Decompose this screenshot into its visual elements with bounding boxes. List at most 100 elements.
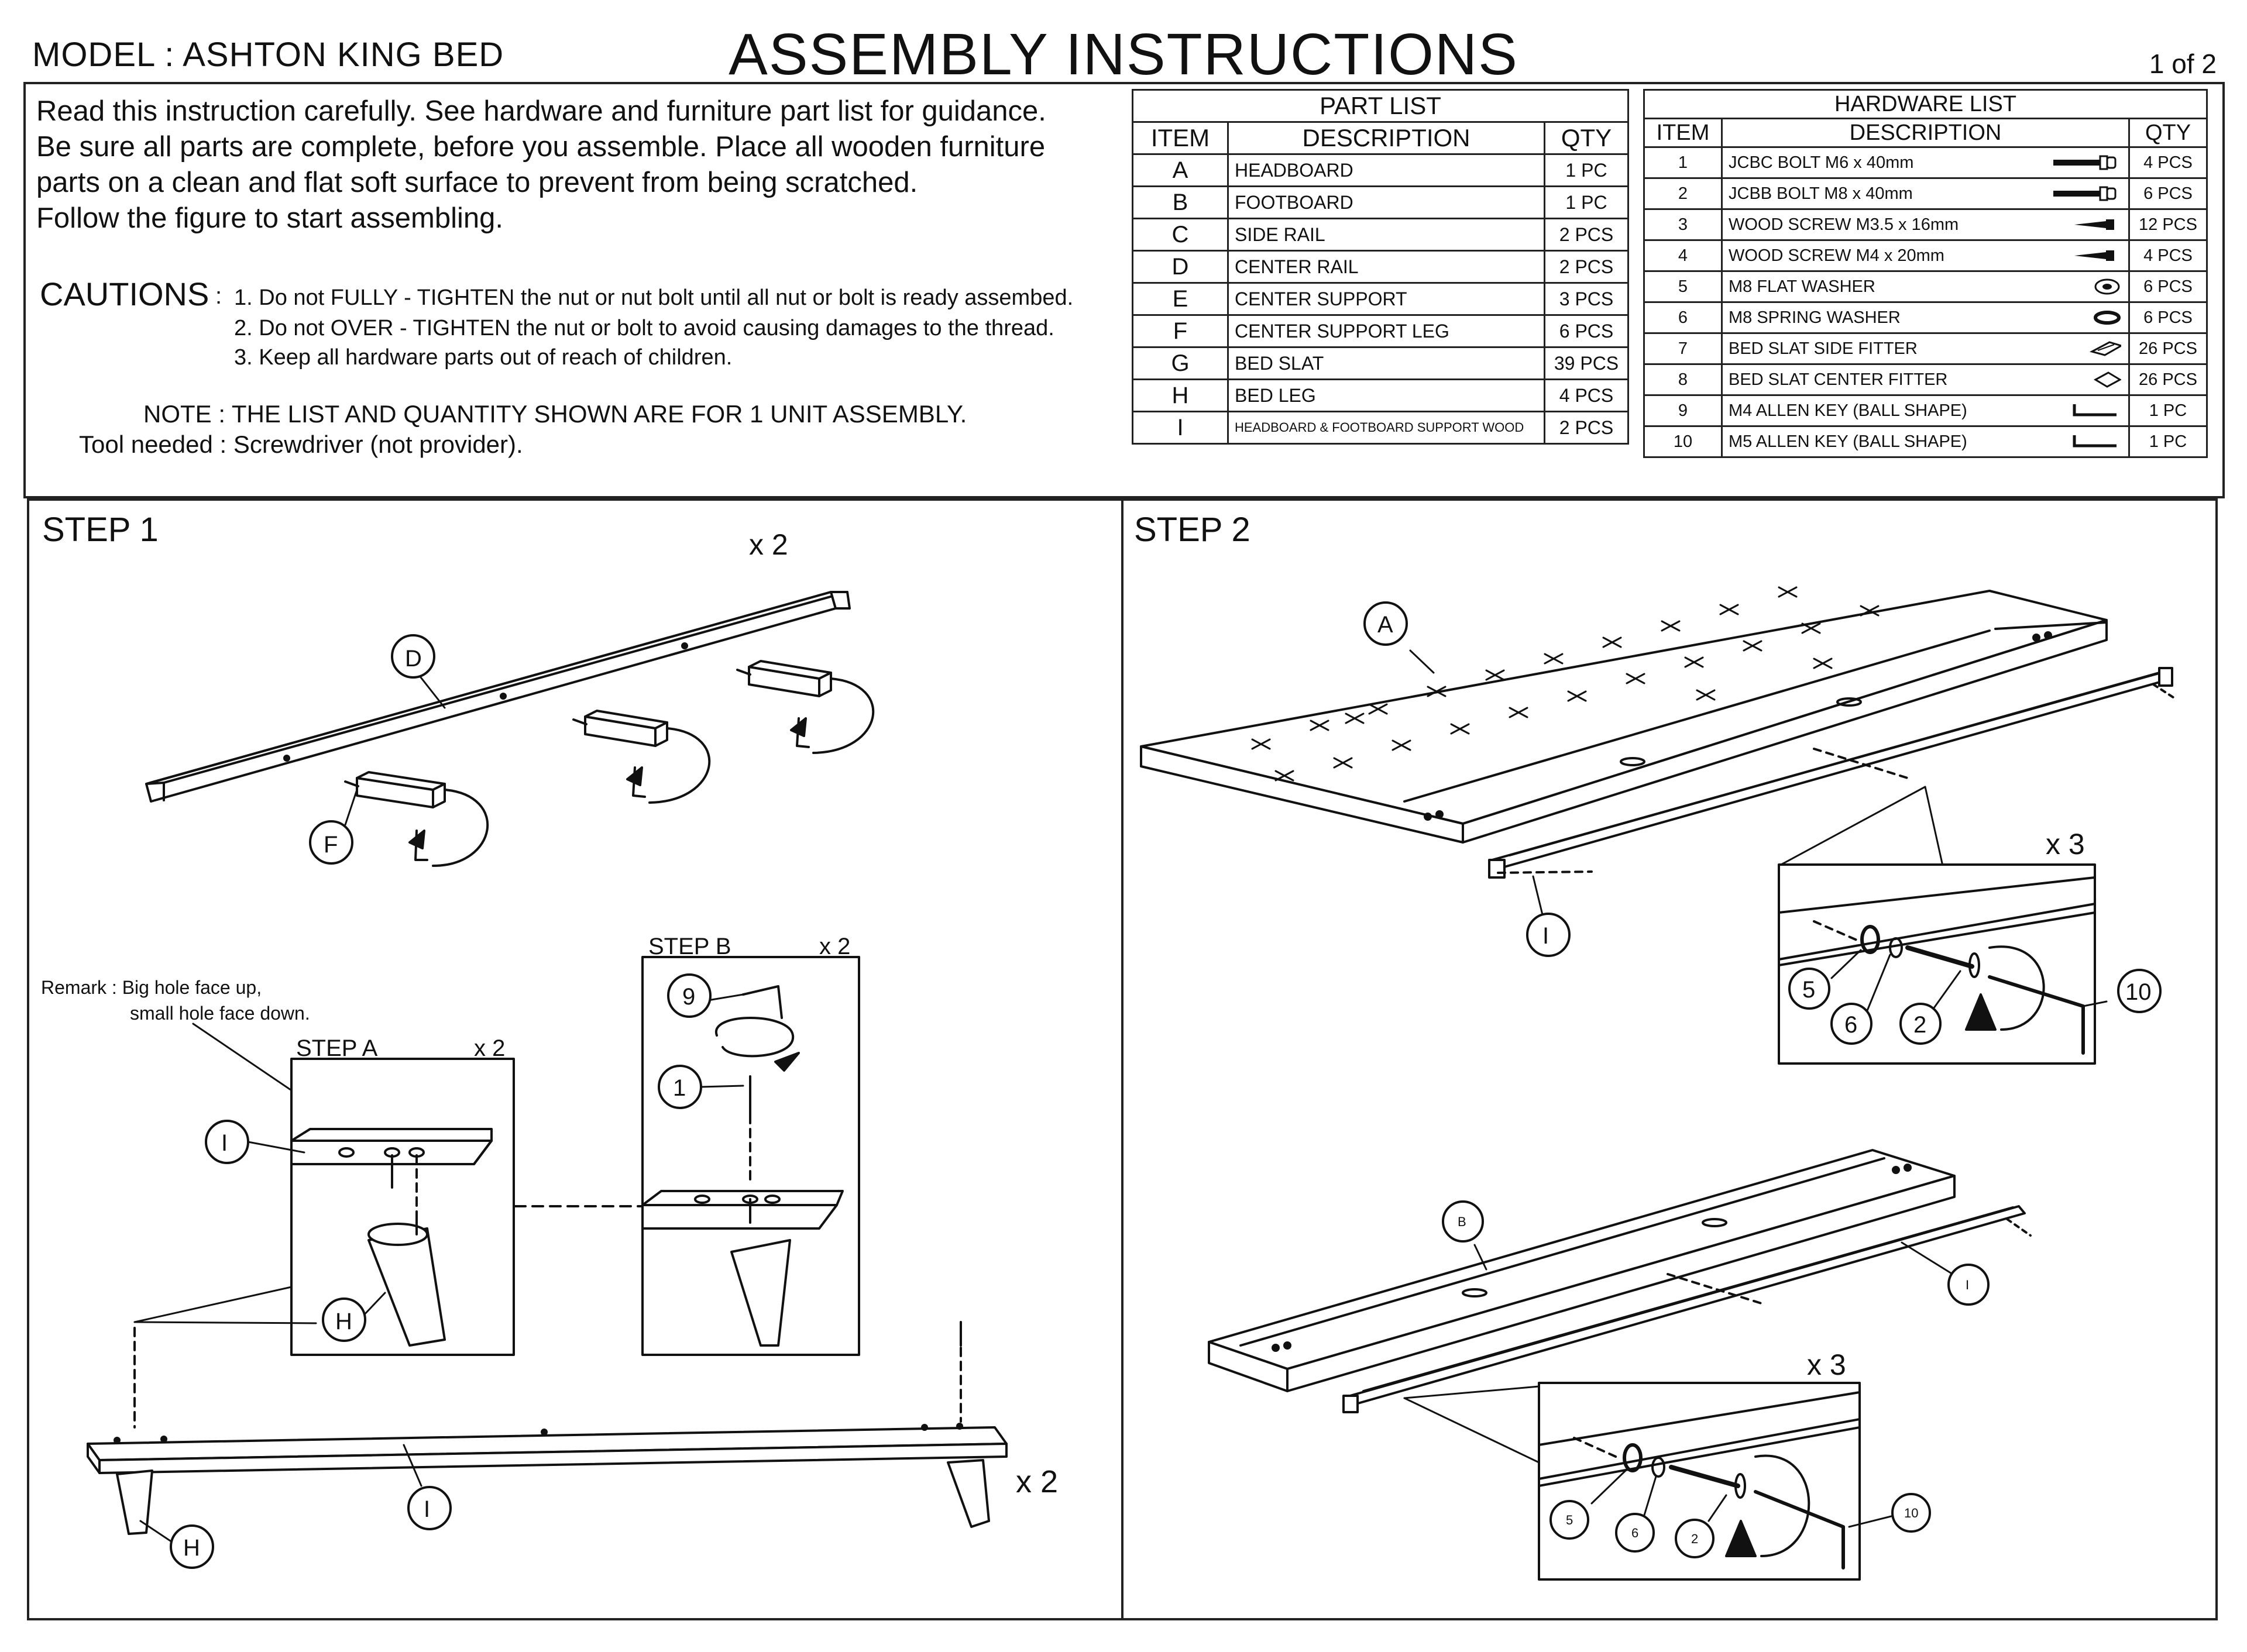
hardware-description-text: M4 ALLEN KEY (BALL SHAPE) bbox=[1729, 401, 1967, 420]
part-list-header: ITEM bbox=[1132, 121, 1229, 155]
headboard-drawing bbox=[1140, 586, 2178, 925]
hardware-qty: 1 PC bbox=[2128, 425, 2208, 458]
hardware-qty: 12 PCS bbox=[2128, 208, 2208, 241]
tool-text: Tool needed : Screwdriver (not provider)… bbox=[79, 431, 523, 458]
callout-5-bottom: 5 bbox=[1566, 1513, 1573, 1527]
step2-x3-top: x 3 bbox=[2046, 828, 2085, 861]
hardware-qty: 4 PCS bbox=[2128, 146, 2208, 179]
step-a-label: STEP A bbox=[296, 1035, 378, 1061]
hardware-item: 4 bbox=[1643, 239, 1723, 272]
hardware-qty: 26 PCS bbox=[2128, 363, 2208, 396]
hardware-qty: 6 PCS bbox=[2128, 177, 2208, 210]
intro-line: Be sure all parts are complete, before y… bbox=[36, 131, 1046, 163]
center-fitter-icon bbox=[2051, 371, 2122, 393]
step2-title: STEP 2 bbox=[1134, 511, 1250, 549]
callout-h-bottom: H bbox=[183, 1535, 200, 1561]
screw-icon bbox=[2051, 247, 2121, 269]
callout-f: F bbox=[324, 832, 338, 858]
hardware-qty: 4 PCS bbox=[2128, 239, 2208, 272]
hardware-description-text: M5 ALLEN KEY (BALL SHAPE) bbox=[1729, 432, 1967, 451]
hardware-item: 6 bbox=[1643, 301, 1723, 334]
caution-item: 1. Do not FULLY - TIGHTEN the nut or nut… bbox=[234, 285, 1074, 310]
model-name: MODEL : ASHTON KING BED bbox=[32, 36, 504, 74]
step-a-drawing bbox=[290, 1128, 493, 1347]
callout-i-step2: I bbox=[1542, 923, 1549, 949]
footboard-drawing bbox=[1208, 1149, 2032, 1464]
remark-line-1: Remark : Big hole face up, bbox=[41, 977, 262, 998]
info-frame bbox=[23, 82, 2225, 498]
hardware-list-header: DESCRIPTION bbox=[1721, 118, 2130, 148]
step2-x3-bottom: x 3 bbox=[1807, 1348, 1846, 1381]
part-description: BED SLAT bbox=[1227, 346, 1545, 380]
part-item: I bbox=[1132, 411, 1229, 445]
part-qty: 2 PCS bbox=[1544, 250, 1629, 284]
part-list-header: DESCRIPTION bbox=[1227, 121, 1545, 155]
part-qty: 1 PC bbox=[1544, 185, 1629, 219]
callout-a: A bbox=[1377, 612, 1393, 638]
hardware-description: JCBC BOLT M6 x 40mm bbox=[1721, 146, 2130, 179]
part-item: A bbox=[1132, 153, 1229, 187]
cautions-heading: CAUTIONS bbox=[40, 276, 209, 312]
part-list-header: QTY bbox=[1544, 121, 1629, 155]
callout-d: D bbox=[405, 646, 422, 672]
part-description: FOOTBOARD bbox=[1227, 185, 1545, 219]
hardware-item: 7 bbox=[1643, 332, 1723, 365]
step1-diagram bbox=[87, 591, 1008, 1569]
intro-line: parts on a clean and flat soft surface t… bbox=[36, 167, 918, 198]
part-item: C bbox=[1132, 218, 1229, 252]
hardware-item: 1 bbox=[1643, 146, 1723, 179]
callout-b: B bbox=[1458, 1214, 1466, 1229]
hardware-qty: 26 PCS bbox=[2128, 332, 2208, 365]
callout-1: 1 bbox=[673, 1075, 686, 1101]
intro-line: Follow the figure to start assembling. bbox=[36, 202, 503, 234]
part-qty: 1 PC bbox=[1544, 153, 1629, 187]
zoom-detail-top bbox=[1778, 876, 2108, 1055]
hardware-list-title: HARDWARE LIST bbox=[1643, 89, 2208, 119]
hardware-item: 10 bbox=[1643, 425, 1723, 458]
part-qty: 2 PCS bbox=[1544, 218, 1629, 252]
support-wood-drawing bbox=[87, 1286, 1008, 1546]
allen-key-icon bbox=[2051, 433, 2121, 455]
hardware-description: WOOD SCREW M3.5 x 16mm bbox=[1721, 208, 2130, 241]
hardware-item: 8 bbox=[1643, 363, 1723, 396]
spring-washer-icon bbox=[2051, 309, 2121, 331]
hardware-description: WOOD SCREW M4 x 20mm bbox=[1721, 239, 2130, 272]
hardware-item: 9 bbox=[1643, 394, 1723, 427]
hardware-row: 10 M5 ALLEN KEY (BALL SHAPE) 1 PC bbox=[1643, 425, 2208, 458]
part-description: CENTER SUPPORT LEG bbox=[1227, 314, 1545, 348]
step1-x2-top: x 2 bbox=[749, 528, 788, 561]
zoom-detail-bottom bbox=[1538, 1391, 1897, 1570]
part-description: HEADBOARD bbox=[1227, 153, 1545, 187]
part-qty: 39 PCS bbox=[1544, 346, 1629, 380]
hardware-list-header: ITEM bbox=[1643, 118, 1723, 148]
callout-i-b: I bbox=[1966, 1278, 1970, 1292]
part-description: HEADBOARD & FOOTBOARD SUPPORT WOOD bbox=[1227, 411, 1545, 445]
step-b-label: STEP B bbox=[648, 934, 731, 959]
hardware-description-text: BED SLAT CENTER FITTER bbox=[1729, 370, 1948, 389]
part-qty: 4 PCS bbox=[1544, 378, 1629, 412]
hardware-row: 4 WOOD SCREW M4 x 20mm 4 PCS bbox=[1643, 239, 2208, 272]
caution-item: 3. Keep all hardware parts out of reach … bbox=[234, 345, 733, 370]
hardware-item: 3 bbox=[1643, 208, 1723, 241]
hardware-description-text: M8 SPRING WASHER bbox=[1729, 308, 1901, 327]
part-item: F bbox=[1132, 314, 1229, 348]
part-description: CENTER RAIL bbox=[1227, 250, 1545, 284]
hardware-description-text: WOOD SCREW M4 x 20mm bbox=[1729, 246, 1944, 265]
hardware-description-text: M8 FLAT WASHER bbox=[1729, 277, 1875, 296]
cautions-colon: : bbox=[215, 283, 222, 309]
step2-diagram bbox=[1140, 586, 2178, 1581]
allen-key-icon bbox=[2051, 402, 2121, 424]
part-item: H bbox=[1132, 378, 1229, 412]
hardware-item: 5 bbox=[1643, 270, 1723, 303]
step2-frame bbox=[1121, 498, 2218, 1620]
note-text: NOTE : THE LIST AND QUANTITY SHOWN ARE F… bbox=[143, 400, 967, 428]
bolt-icon bbox=[2051, 154, 2121, 176]
